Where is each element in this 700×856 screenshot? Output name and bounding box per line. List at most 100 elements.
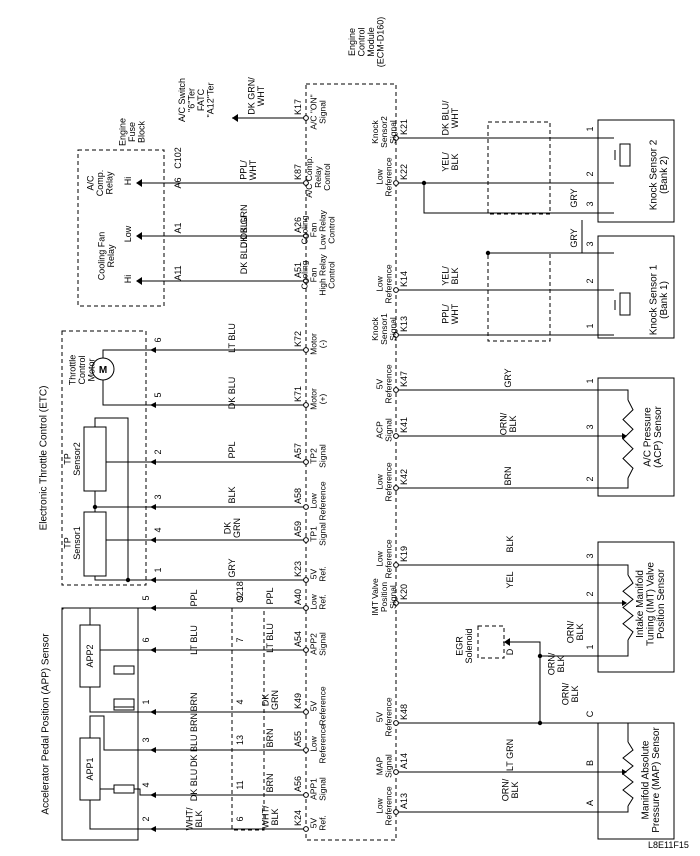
app-wire-0-ecm-color-line: WHT/ bbox=[260, 805, 270, 828]
fuse-wire-2-ecm-terminal bbox=[303, 180, 309, 186]
imt-element-wiper-arrow bbox=[622, 600, 627, 606]
knock2-element bbox=[619, 143, 631, 167]
etc-wire-0-ecm-pin: K23 bbox=[293, 561, 303, 577]
egr-color-line: BLK bbox=[556, 655, 566, 672]
ecm-title-line: Module bbox=[366, 27, 376, 57]
imt-wire-1-ecm-label: IMT ValvePositionSignal bbox=[370, 578, 398, 616]
ac-relay-label-line: Relay bbox=[105, 171, 115, 195]
fuse-wire-0-pin: A11 bbox=[173, 265, 183, 280]
map-element-bottom-lead bbox=[614, 806, 629, 813]
knock1-wire-0-color: PPL/WHT bbox=[440, 303, 459, 324]
map-ref-splice bbox=[537, 720, 543, 726]
acp-wire-2-ecm-label: 5VReference bbox=[375, 364, 394, 403]
fuse-wire-2-ecm-label-line: Relay bbox=[313, 165, 323, 187]
fuse-wire-1-ecm-label-line: Fan bbox=[309, 222, 319, 237]
app-wire-3-ecm-color: DKGRN bbox=[260, 690, 279, 710]
app-wire-4-color: LT BLU bbox=[189, 625, 199, 655]
fuse-wire-0-ecm-label-line: High Relay bbox=[317, 253, 327, 295]
map-wire-2-ecm-label: 5VReference bbox=[375, 697, 394, 736]
etc-wire-1-color: DKGRN bbox=[222, 518, 241, 538]
etc-wire-4-color: DK BLU bbox=[227, 377, 237, 410]
etc-wire-1-ecm-label-line: Signal bbox=[317, 522, 327, 546]
etc-wire-5-ecm-terminal bbox=[303, 347, 309, 353]
c218-label: C218 bbox=[235, 581, 245, 603]
etc-wire-2-ecm-label: LowReference bbox=[309, 481, 328, 520]
imt-title-line: Intake Manifold bbox=[635, 570, 646, 638]
fuse-block-title-line: Block bbox=[137, 121, 147, 144]
imt-wire-2-ecm-label: LowReference bbox=[375, 539, 394, 578]
app-wire-0-color-line: WHT/ bbox=[184, 807, 194, 830]
etc-wire-3-pin-arrow bbox=[150, 459, 156, 465]
app1-resistor bbox=[113, 784, 135, 794]
app1-signal-wire bbox=[134, 788, 150, 796]
etc-wire-4-ecm-pin: K71 bbox=[293, 386, 303, 402]
app-wire-2-color-line: DK BLU BRN bbox=[189, 713, 199, 767]
fuse-wire-0-ecm-label-line: Control bbox=[326, 261, 336, 289]
acp-wire-2-ecm-pin: K47 bbox=[399, 371, 409, 387]
imt-wire-2-pin: 3 bbox=[585, 553, 595, 558]
fuse-wire-0-color: DK BLU bbox=[239, 242, 249, 275]
etc-wire-1-color-line: GRN bbox=[232, 518, 242, 538]
app-wire-1-pin-arrow bbox=[150, 792, 156, 798]
app-wire-1-ecm-label-line: Signal bbox=[317, 777, 327, 801]
app-wire-5-pin-arrow bbox=[150, 605, 156, 611]
motor-label-line: Throttle bbox=[68, 355, 78, 386]
app-wire-1-c218-pin: 11 bbox=[235, 780, 245, 789]
imt-element bbox=[614, 564, 634, 657]
tp2-label-line: TP bbox=[62, 453, 72, 465]
etc-outline bbox=[61, 330, 147, 586]
imt-title-line: Tuning (IMT) Valve bbox=[646, 562, 657, 646]
ac-relay-label-line: Comp. bbox=[95, 170, 105, 197]
etc-wire-4-pin: 5 bbox=[153, 392, 163, 397]
cooling-relay-label-line: Cooling Fan bbox=[96, 232, 106, 281]
etc-wire-2-ecm-label-line: Reference bbox=[317, 481, 327, 520]
knock2-wire-0 bbox=[423, 183, 614, 214]
acp-wire-0-color: BRN bbox=[503, 466, 513, 485]
knock1-wire-0-ecm-label: KnockSensor1Signal bbox=[370, 313, 398, 345]
app-wire-5-ecm-color-line: PPL bbox=[265, 587, 275, 604]
etc-wire-0-ecm-terminal bbox=[303, 577, 309, 583]
app1-ref-wire bbox=[89, 800, 150, 830]
acp-wire-1-ecm-label-line: ACP bbox=[375, 421, 385, 439]
app-wire-5-ecm-label: LowRef. bbox=[309, 593, 328, 609]
etc-wire-4-ecm-label-line: (+) bbox=[317, 394, 327, 405]
etc-wire-5-color-line: LT BLU bbox=[227, 323, 237, 353]
etc-wire-3-pin: 2 bbox=[153, 449, 163, 454]
map-element-top-lead bbox=[614, 722, 629, 742]
fuse-wire-1-ecm-pin: A26 bbox=[293, 217, 303, 233]
fuse-wire-2-color: DK GRN bbox=[239, 204, 249, 239]
relay-input-arrow-2 bbox=[136, 179, 142, 187]
fuse-wire-1-color: DK BLU bbox=[239, 216, 249, 249]
acp-wire-1-color: ORN/BLK bbox=[498, 412, 517, 435]
knock2-wire-2-ecm-label-line: Sensor2 bbox=[379, 116, 389, 148]
imt-title-line: Position Sensor bbox=[656, 568, 667, 639]
map-wire-0-ecm-terminal bbox=[393, 809, 399, 815]
etc-wire-2-pin: 3 bbox=[153, 494, 163, 499]
etc-wire-1-ecm-pin: A59 bbox=[293, 521, 303, 537]
fuse-block-title: EngineFuseBlock bbox=[118, 118, 147, 146]
map-wire-1-ecm-pin: A14 bbox=[399, 753, 409, 769]
tp2-element bbox=[83, 426, 107, 492]
app-wire-2-ecm-label: LowReference bbox=[309, 724, 328, 763]
app-wire-3-ecm-terminal bbox=[303, 709, 309, 715]
acp-wire-0-pin: 2 bbox=[585, 476, 595, 481]
acp-element bbox=[614, 389, 634, 489]
etc-wire-2-ecm-pin: A58 bbox=[293, 488, 303, 504]
etc-wire-1-ecm-label: TP1Signal bbox=[309, 522, 328, 546]
app-wire-4-ecm-label-line: Signal bbox=[317, 632, 327, 656]
map-wire-0-color-line: ORN/ bbox=[500, 778, 510, 801]
tp2-label-line: Sensor2 bbox=[72, 442, 82, 476]
ac-switch-ecm-terminal bbox=[303, 115, 309, 121]
ac-relay-wire-color: PPL/WHT bbox=[238, 159, 257, 180]
app-wire-0-color-line: BLK bbox=[194, 810, 204, 827]
knock2-wire-2-pin: 1 bbox=[585, 126, 595, 131]
app-wire-1-color-line: DK BLU bbox=[189, 769, 199, 802]
relay-coil-label-2: Hi bbox=[123, 177, 133, 186]
etc-wire-3-ecm-label-line: TP2 bbox=[309, 448, 319, 464]
etc-title: Electronic Throttle Control (ETC) bbox=[39, 386, 50, 531]
acp-wire-1-ecm-terminal bbox=[393, 433, 399, 439]
imt-element-bottom-lead bbox=[614, 640, 629, 657]
app-wire-3-pin-arrow bbox=[150, 709, 156, 715]
etc-wire-0-pin: 1 bbox=[153, 567, 163, 572]
ac-switch-arrow bbox=[232, 114, 238, 122]
